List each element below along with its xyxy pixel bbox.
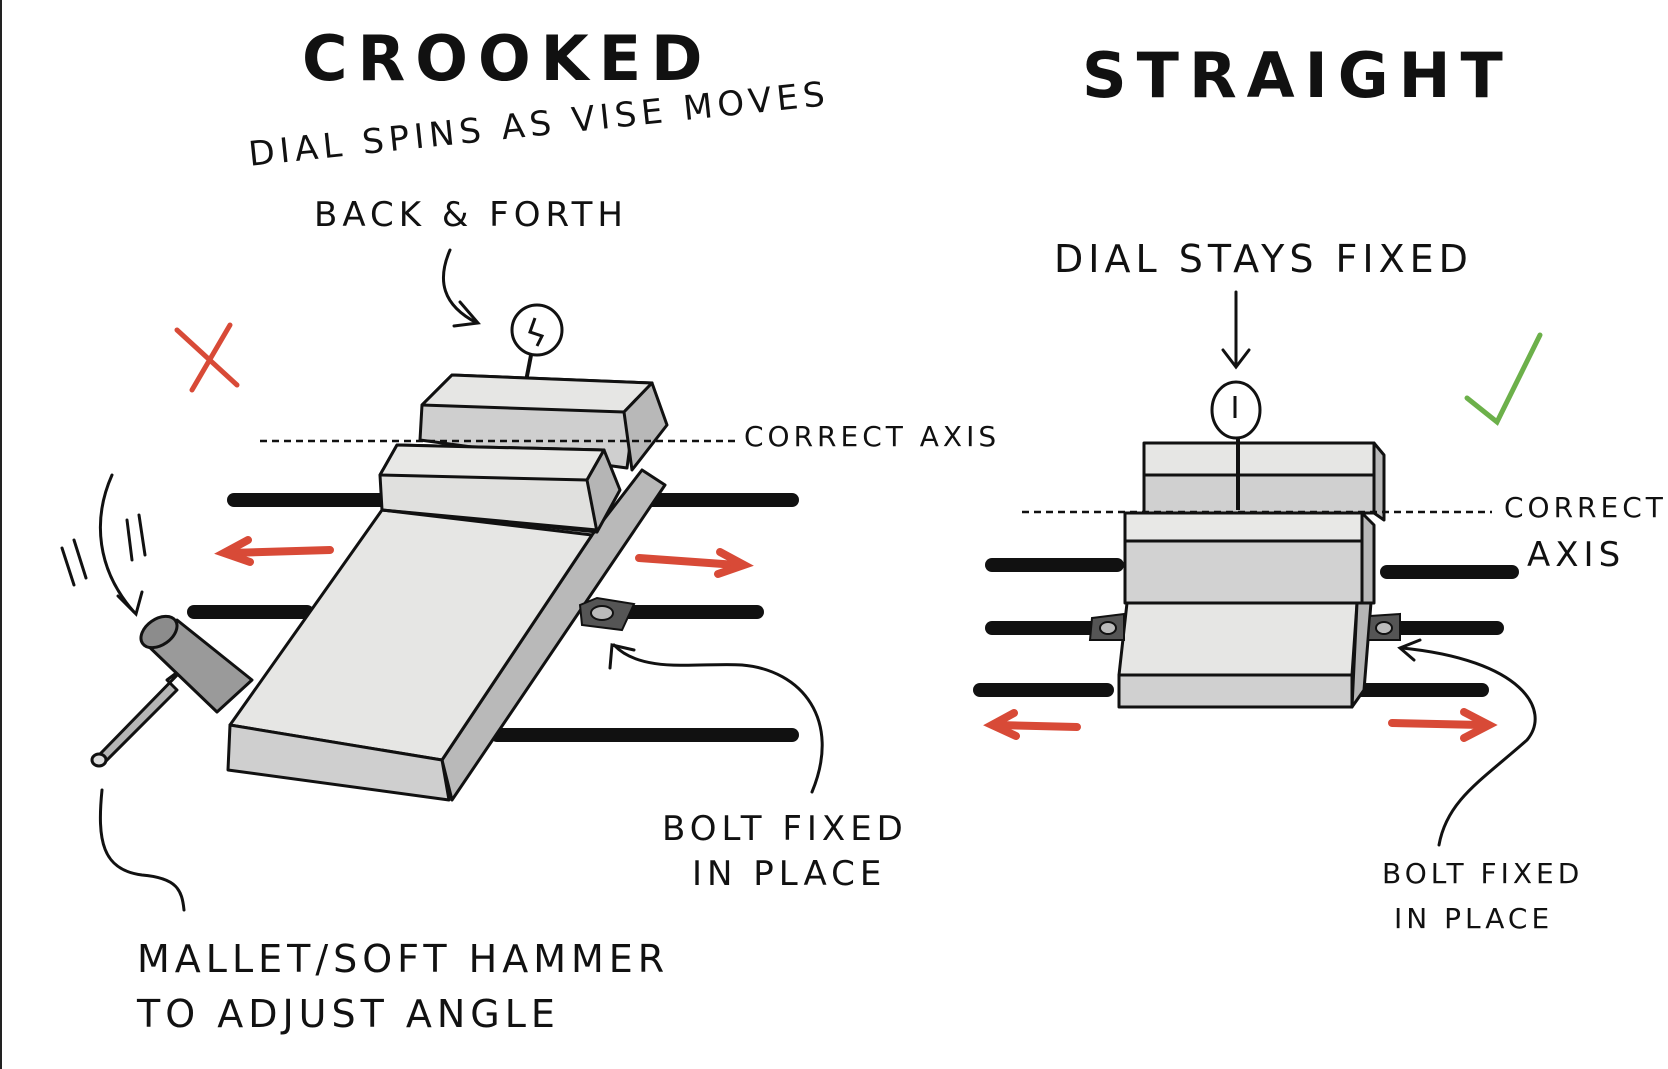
back-jaw-right [1142,441,1386,522]
correct-axis-label-right-line1: CORRECT [1504,491,1667,524]
bolt-fixed-label-right-line2: IN PLACE [1394,902,1554,935]
mallet-label-line2: TO ADJUST ANGLE [137,992,560,1036]
dial-spins-note-line2: BACK & FORTH [314,195,628,235]
bolt-left [578,596,636,632]
cross-icon [174,322,240,393]
dial-gauge-right [1210,380,1262,440]
vise-body-left [226,468,667,802]
crooked-illustration [60,248,824,912]
motion-arrows-left [214,536,754,578]
dial-gauge-left [510,303,564,357]
straight-illustration [973,290,1543,847]
leader-lines-right [1221,290,1537,847]
bolts-right [1088,612,1401,641]
front-jaw-right [1123,511,1376,605]
bolt-fixed-label-right-line1: BOLT FIXED [1382,857,1584,890]
dial-stays-fixed-note: DIAL STAYS FIXED [1054,237,1473,281]
front-jaw-left [378,443,622,534]
vise-body-right [1117,588,1374,709]
table-rails-left [187,493,799,742]
mallet-label-line1: MALLET/SOFT HAMMER [137,937,670,981]
check-icon [1464,332,1543,426]
leader-lines-left [98,248,824,912]
bolt-fixed-label-left-line1: BOLT FIXED [662,809,908,849]
correct-axis-label-right-line2: AXIS [1527,535,1626,575]
mallet-icon [90,614,254,768]
table-rails-right [973,558,1519,697]
correct-axis-label-left: CORRECT AXIS [744,420,1001,453]
bolt-fixed-label-left-line2: IN PLACE [692,854,887,894]
back-jaw-left [418,373,669,472]
crooked-title: CROOKED [302,22,713,95]
mallet-motion-lines [60,473,147,617]
straight-title: STRAIGHT [1082,39,1513,112]
motion-arrows-right [983,708,1498,742]
